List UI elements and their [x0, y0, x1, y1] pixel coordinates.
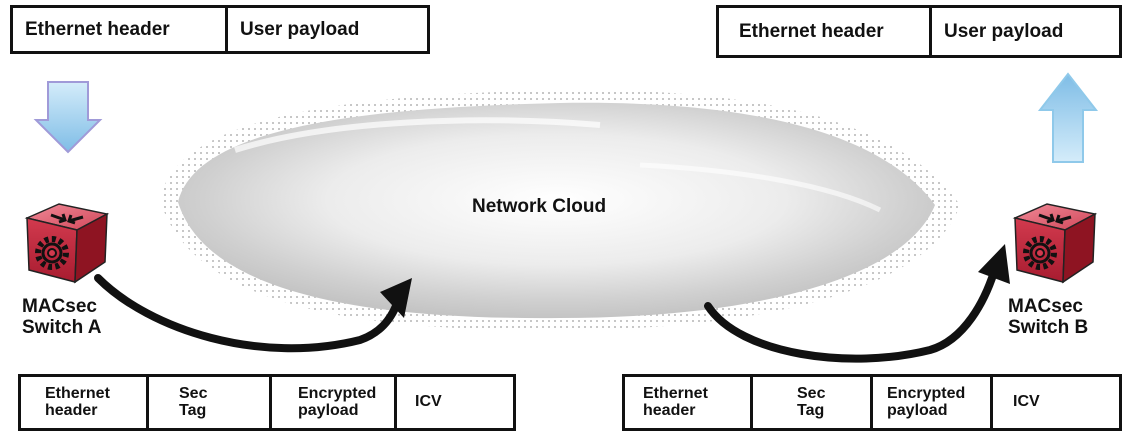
- icv-field: ICV: [990, 377, 1119, 428]
- field-line: Tag: [797, 401, 825, 419]
- field-line: payload: [298, 401, 359, 419]
- switch-b-router-icon: [1012, 203, 1098, 284]
- switch-a-label-line1: MACsec: [22, 296, 97, 317]
- ethernet-header-field: Ethernet header: [25, 19, 170, 40]
- field-line: header: [45, 401, 98, 419]
- switch-a-router-icon: [24, 203, 110, 284]
- field-line: Ethernet: [643, 384, 708, 402]
- arrow-cloud-to-switch-b: [704, 244, 1010, 363]
- switch-b-label-line1: MACsec: [1008, 296, 1083, 317]
- network-cloud-label: Network Cloud: [472, 196, 607, 217]
- ethernet-header-field: Ethernet header: [739, 21, 884, 42]
- field-line: Sec: [179, 384, 208, 402]
- switch-a-label: MACsec Switch A: [22, 296, 102, 339]
- down-arrow-icon: [33, 81, 103, 154]
- switch-b-label-line2: Switch B: [1008, 317, 1089, 339]
- icv-field: ICV: [394, 377, 513, 428]
- field-line: payload: [887, 401, 948, 419]
- field-line: Encrypted: [887, 384, 966, 402]
- frame-plain-left: Ethernet header User payload: [10, 5, 430, 54]
- switch-a-label-line2: Switch A: [22, 317, 102, 339]
- arrow-switch-a-to-cloud: [94, 274, 412, 353]
- network-cloud: [160, 89, 960, 331]
- field-line: Sec: [797, 384, 826, 402]
- switch-b-label: MACsec Switch B: [1008, 296, 1088, 339]
- user-payload-field: User payload: [225, 8, 427, 51]
- field-line: header: [643, 401, 696, 419]
- field-line: Encrypted: [298, 384, 377, 402]
- frame-plain-right: Ethernet header User payload: [716, 5, 1122, 58]
- field-line: Ethernet: [45, 384, 110, 402]
- user-payload-field: User payload: [929, 8, 1119, 55]
- field-line: Tag: [179, 401, 207, 419]
- up-arrow-icon: [1037, 72, 1099, 163]
